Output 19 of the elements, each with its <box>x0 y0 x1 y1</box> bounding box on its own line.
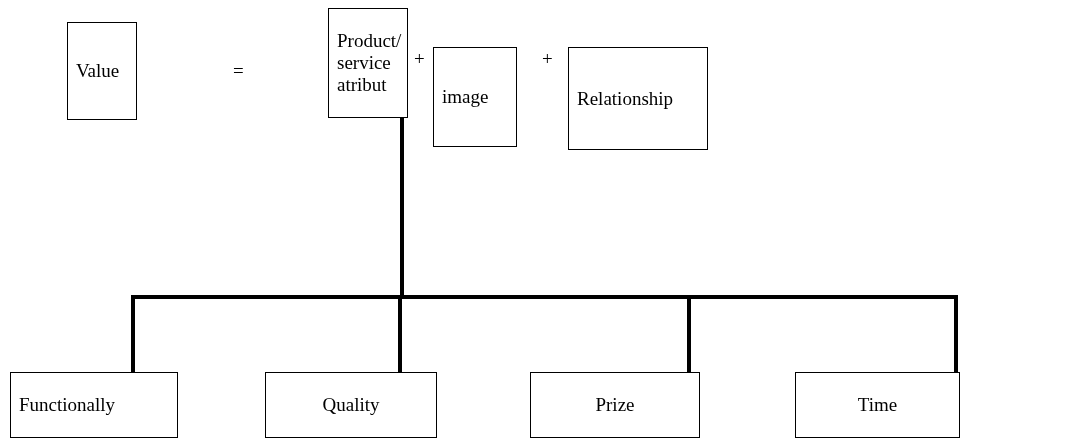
text-box <box>795 372 960 438</box>
text-box <box>530 372 700 438</box>
text-box <box>265 372 437 438</box>
text-box <box>433 47 517 147</box>
box-label: Quality <box>322 394 380 416</box>
box-label: Value <box>76 60 120 82</box>
box-label: Functionally <box>19 394 116 416</box>
box-label: Relationship <box>577 87 674 110</box>
operator-sign: + <box>542 48 553 70</box>
text-box <box>10 372 178 438</box>
box-label: image <box>442 86 489 108</box>
text-box <box>328 8 408 118</box>
box-label: Time <box>857 394 898 416</box>
text-box <box>67 22 137 120</box>
operator-sign: + <box>414 48 425 70</box>
box-label: Prize <box>595 394 635 416</box>
operator-sign: = <box>233 60 244 82</box>
box-label: Product/ service atribut <box>337 30 402 96</box>
text-box <box>568 47 708 150</box>
